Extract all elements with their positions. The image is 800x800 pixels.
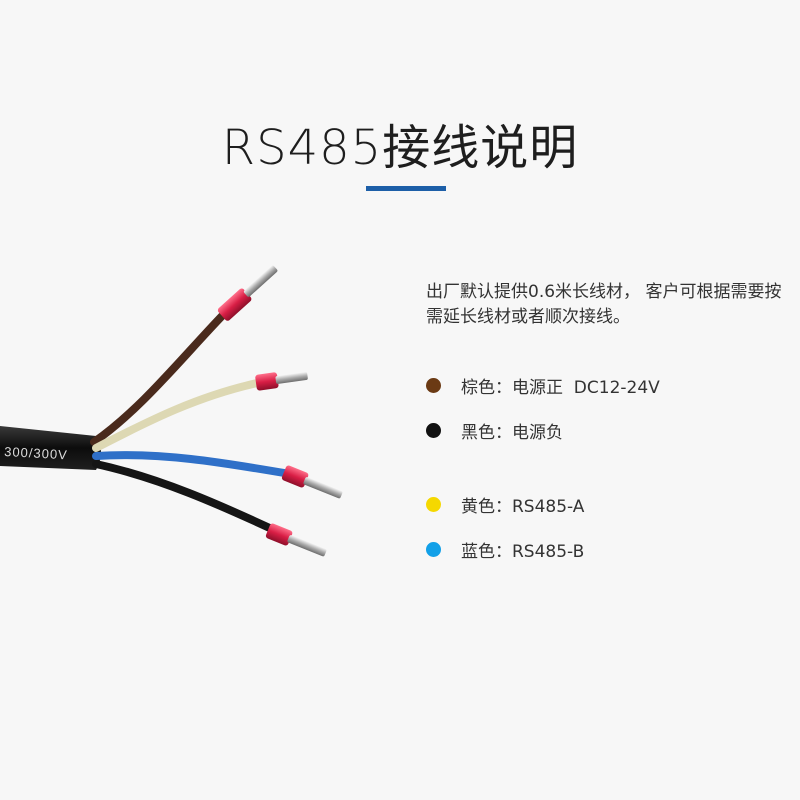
legend-label: 棕色：电源正 DC12-24V — [461, 377, 660, 398]
legend-item-brown: 棕色：电源正 DC12-24V — [426, 373, 660, 398]
legend-item-black: 黑色：电源负 — [426, 418, 563, 443]
page-title: RS485接线说明 — [221, 120, 579, 176]
blue-terminal — [281, 465, 343, 499]
legend-label: 蓝色：RS485-B — [461, 541, 585, 562]
legend-label: 黑色：电源负 — [461, 422, 563, 443]
brown-wire — [90, 312, 226, 446]
brown-dot-icon — [426, 377, 441, 393]
beige-terminal — [255, 372, 308, 391]
beige-wire — [92, 378, 266, 452]
description-text: 出厂默认提供0.6米长线材， 客户可根据需要按需延长线材或者顺次接线。 — [426, 282, 782, 327]
black-terminal — [265, 523, 327, 557]
black-wire — [92, 460, 278, 534]
title-underline — [366, 186, 446, 191]
cable-jacket — [0, 426, 101, 470]
blue-dot-icon — [426, 541, 441, 557]
yellow-dot-icon — [426, 496, 441, 512]
legend-item-yellow: 黄色：RS485-A — [426, 492, 585, 517]
blue-wire — [92, 451, 294, 478]
legend-label: 黄色：RS485-A — [461, 496, 585, 517]
black-dot-icon — [426, 422, 441, 438]
jacket-marking: 300/300V — [4, 444, 68, 462]
legend-item-blue: 蓝色：RS485-B — [426, 537, 585, 562]
brown-terminal — [217, 265, 278, 321]
